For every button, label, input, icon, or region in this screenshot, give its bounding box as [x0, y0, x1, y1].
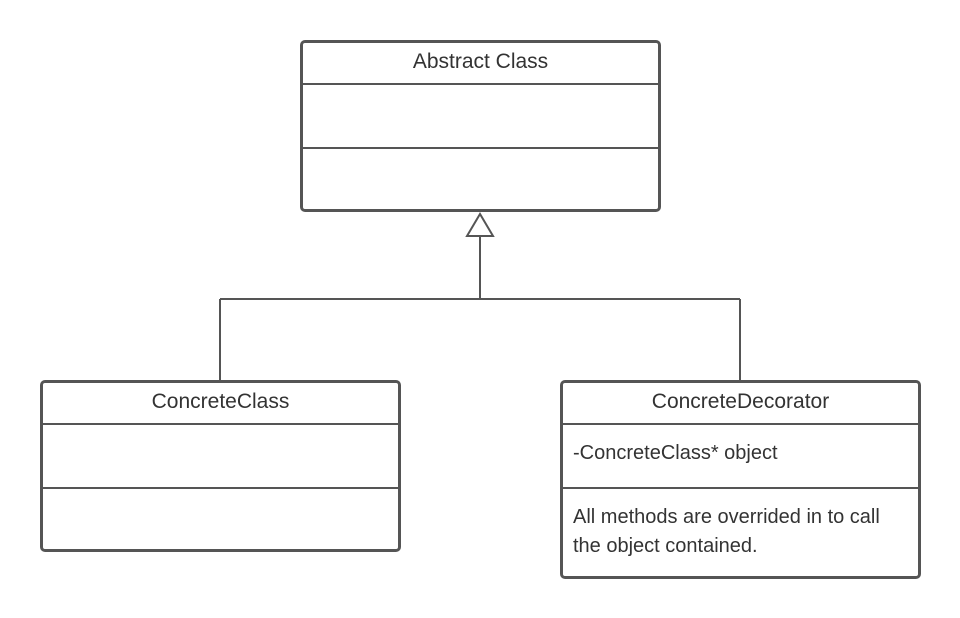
- methods-section: [43, 487, 398, 549]
- attributes-text: -ConcreteClass* object: [573, 442, 778, 464]
- methods-section: [303, 147, 658, 209]
- methods-text: [313, 149, 648, 163]
- attributes-text: [313, 85, 648, 99]
- class-name: Abstract Class: [412, 50, 549, 73]
- attributes-section: [43, 423, 398, 487]
- generalization-arrowhead: [465, 212, 495, 237]
- class-name: ConcreteDecorator: [651, 390, 830, 413]
- methods-text: All methods are overrided in to call the…: [573, 506, 880, 557]
- attributes-text: [53, 425, 388, 439]
- attributes-section: [303, 83, 658, 147]
- attributes-section: -ConcreteClass* object: [563, 423, 918, 487]
- class-name: ConcreteClass: [151, 390, 290, 413]
- methods-section: All methods are overrided in to call the…: [563, 487, 918, 576]
- concrete-decorator-box[interactable]: ConcreteDecorator -ConcreteClass* object…: [560, 380, 921, 579]
- abstract-class-box[interactable]: Abstract Class: [300, 40, 661, 212]
- concrete-class-box[interactable]: ConcreteClass: [40, 380, 401, 552]
- methods-text: [53, 489, 388, 503]
